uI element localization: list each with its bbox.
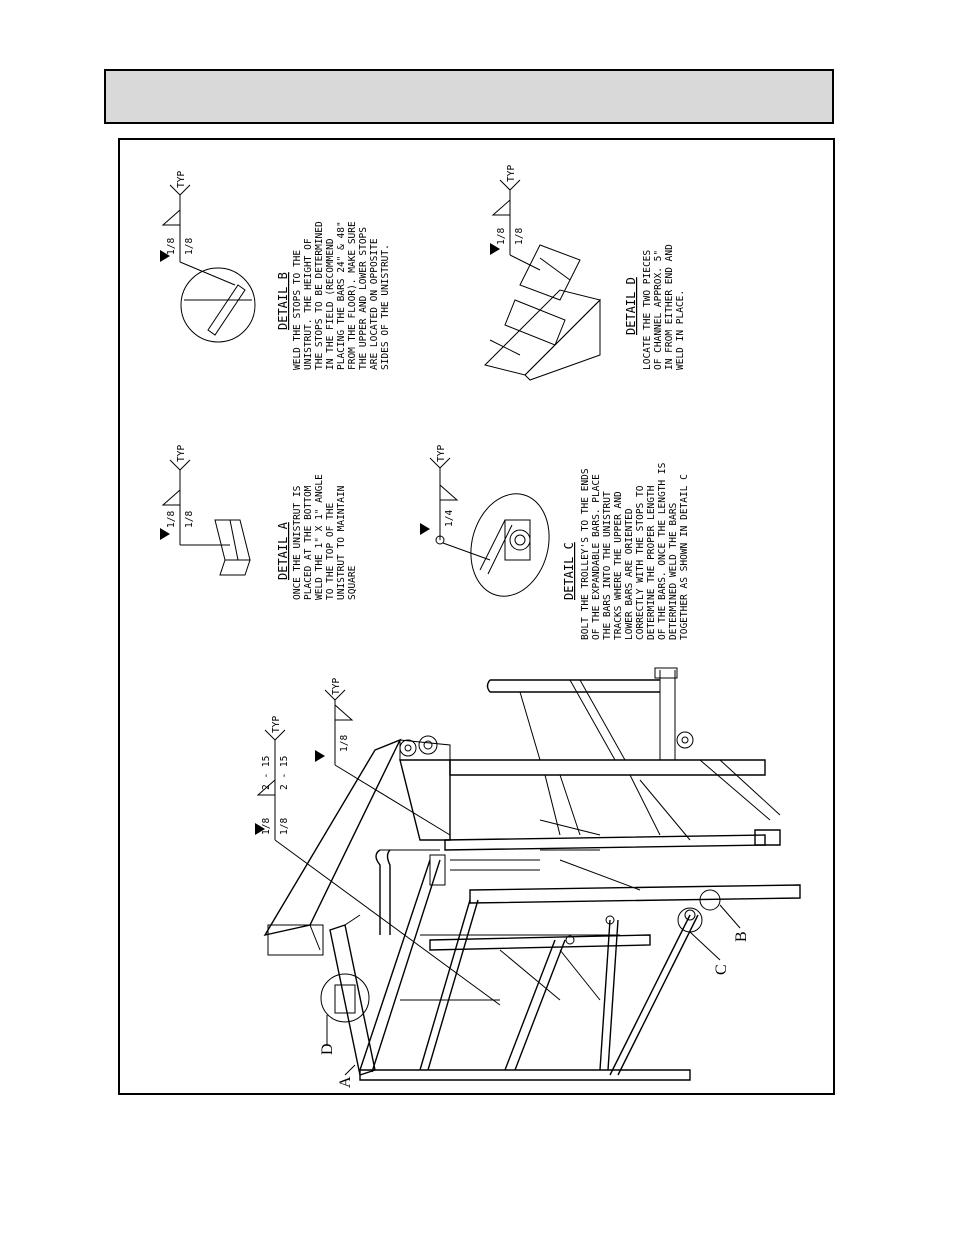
svg-text:ONCE THE UNISTRUT IS: ONCE THE UNISTRUT IS (292, 485, 303, 600)
detail-d-note: LOCATE THE TWO PIECES OF CHANNEL APPROX.… (642, 244, 686, 370)
svg-text:TO THE TOP OF THE: TO THE TOP OF THE (325, 502, 336, 600)
svg-text:UNISTRUT TO MAINTAIN: UNISTRUT TO MAINTAIN (336, 485, 347, 600)
svg-text:DETERMINE THE PROPER LENGTH: DETERMINE THE PROPER LENGTH (646, 485, 657, 640)
detail-a: 1/8 1/8 TYP DETAIL A ONCE THE UNISTRUT I… (160, 445, 358, 600)
callout-c (677, 907, 721, 961)
detail-c-title: DETAIL C (562, 542, 576, 600)
svg-text:SQUARE: SQUARE (347, 565, 358, 600)
main-assembly: 1/8 1/8 2 - 15 2 - 15 TYP 1/8 TYP (255, 667, 801, 1088)
svg-text:WELD THE 1" X 1" ANGLE: WELD THE 1" X 1" ANGLE (314, 474, 325, 600)
svg-text:FROM THE FLOOR). MAKE SURE: FROM THE FLOOR). MAKE SURE (347, 221, 358, 370)
callout-d (320, 973, 370, 1045)
svg-text:SIDES OF THE UNISTRUT.: SIDES OF THE UNISTRUT. (380, 244, 391, 370)
svg-text:THE UPPER AND LOWER STOPS: THE UPPER AND LOWER STOPS (358, 227, 369, 370)
callout-b-label: B (733, 931, 750, 942)
svg-text:CORRECTLY WITH THE STOPS TO: CORRECTLY WITH THE STOPS TO (635, 485, 646, 640)
detail-b-title: DETAIL B (276, 272, 290, 330)
detail-a-typ: TYP (176, 445, 187, 462)
detail-d-channel-sketch (484, 244, 601, 381)
svg-text:DETERMINED WELD THE BARS: DETERMINED WELD THE BARS (668, 502, 679, 640)
callout-d-label: D (319, 1043, 336, 1055)
svg-text:TOGETHER AS SHOWN IN DETAIL C: TOGETHER AS SHOWN IN DETAIL C (679, 474, 690, 640)
detail-c-weld-symbol (420, 457, 491, 561)
detail-d-weld-top: 1/8 (496, 228, 507, 245)
svg-text:WELD IN PLACE.: WELD IN PLACE. (675, 290, 686, 370)
detail-a-weld-symbol (160, 459, 230, 546)
main-typ-left: TYP (271, 716, 282, 733)
svg-text:THE BARS INTO THE UNISTRUT: THE BARS INTO THE UNISTRUT (602, 491, 613, 640)
main-weld-right: 1/8 (339, 735, 350, 752)
svg-text:THE STOPS TO BE DETERMINED: THE STOPS TO BE DETERMINED (314, 221, 325, 370)
svg-text:ARE LOCATED ON OPPOSITE: ARE LOCATED ON OPPOSITE (369, 238, 380, 370)
detail-a-note: ONCE THE UNISTRUT IS PLACED AT THE BOTTO… (292, 474, 358, 600)
detail-c: 1/4 TYP DETAIL C BOLT THE TROLLEY'S TO T… (420, 445, 690, 640)
callout-a (344, 1064, 356, 1076)
detail-c-weld: 1/4 (444, 510, 455, 527)
main-weld-pitch-top: 2 - 15 (261, 756, 272, 790)
detail-a-weld-top: 1/8 (166, 511, 177, 528)
svg-text:PLACED AT THE BOTTOM: PLACED AT THE BOTTOM (303, 485, 314, 600)
svg-text:BOLT THE TROLLEY'S TO THE ENDS: BOLT THE TROLLEY'S TO THE ENDS (580, 468, 591, 640)
detail-b-weld-bottom: 1/8 (184, 238, 195, 255)
detail-b-weld-symbol (160, 184, 236, 286)
detail-a-angle-sketch (180, 519, 251, 576)
svg-text:OF CHANNEL APPROX. 5": OF CHANNEL APPROX. 5" (653, 250, 664, 370)
svg-text:IN THE FIELD (RECOMMEND: IN THE FIELD (RECOMMEND (325, 238, 336, 370)
top-rail (263, 735, 451, 956)
detail-b: 1/8 1/8 TYP DETAIL B WELD THE STOPS TO T… (160, 171, 391, 370)
detail-d-weld-symbol (490, 179, 541, 271)
svg-text:PLACING THE BARS 24" & 48": PLACING THE BARS 24" & 48" (336, 221, 347, 370)
detail-b-weld-top: 1/8 (166, 238, 177, 255)
callout-b (699, 889, 741, 929)
right-upright (399, 667, 766, 851)
main-weld-pitch-bottom: 2 - 15 (279, 756, 290, 790)
main-weld-symbol-right (315, 689, 451, 836)
title-bar (104, 69, 834, 124)
svg-text:OF THE EXPANDABLE BARS. PLACE: OF THE EXPANDABLE BARS. PLACE (591, 474, 602, 640)
callout-c-label: C (713, 964, 730, 975)
main-weld-left-top: 1/8 (261, 818, 272, 835)
svg-text:LOCATE THE TWO PIECES: LOCATE THE TWO PIECES (642, 250, 653, 370)
main-weld-symbol-left (255, 729, 501, 1006)
detail-c-trolley-sketch (470, 493, 550, 597)
detail-d: 1/8 1/8 TYP DETAIL D LOCATE THE TWO PIEC… (484, 165, 686, 381)
detail-a-title: DETAIL A (276, 521, 290, 580)
detail-a-weld-bottom: 1/8 (184, 511, 195, 528)
callout-a-label: A (337, 1076, 354, 1088)
svg-text:IN FROM EITHER END AND: IN FROM EITHER END AND (664, 244, 675, 370)
main-typ-right: TYP (331, 678, 342, 695)
detail-d-title: DETAIL D (624, 277, 638, 335)
detail-b-note: WELD THE STOPS TO THE UNISTRUT. THE HEIG… (292, 221, 391, 370)
main-weld-left-bottom: 1/8 (279, 818, 290, 835)
svg-text:UNISTRUT. THE HEIGHT OF: UNISTRUT. THE HEIGHT OF (303, 238, 314, 370)
svg-text:WELD THE STOPS TO THE: WELD THE STOPS TO THE (292, 250, 303, 370)
detail-d-typ: TYP (506, 165, 517, 182)
detail-c-note: BOLT THE TROLLEY'S TO THE ENDS OF THE EX… (580, 462, 690, 640)
detail-b-stop-sketch (180, 267, 256, 343)
detail-b-typ: TYP (176, 171, 187, 188)
svg-text:LOWER BARS ARE ORIENTED: LOWER BARS ARE ORIENTED (624, 508, 635, 640)
expandable-bars (359, 849, 801, 1076)
detail-c-typ: TYP (436, 445, 447, 462)
svg-text:OF THE BARS. ONCE THE LENGTH I: OF THE BARS. ONCE THE LENGTH IS (657, 462, 668, 640)
back-frame (486, 679, 781, 846)
detail-d-weld-bottom: 1/8 (514, 228, 525, 245)
left-upright (329, 914, 691, 1081)
svg-text:TRACKS WHERE THE UPPER AND: TRACKS WHERE THE UPPER AND (613, 491, 624, 640)
